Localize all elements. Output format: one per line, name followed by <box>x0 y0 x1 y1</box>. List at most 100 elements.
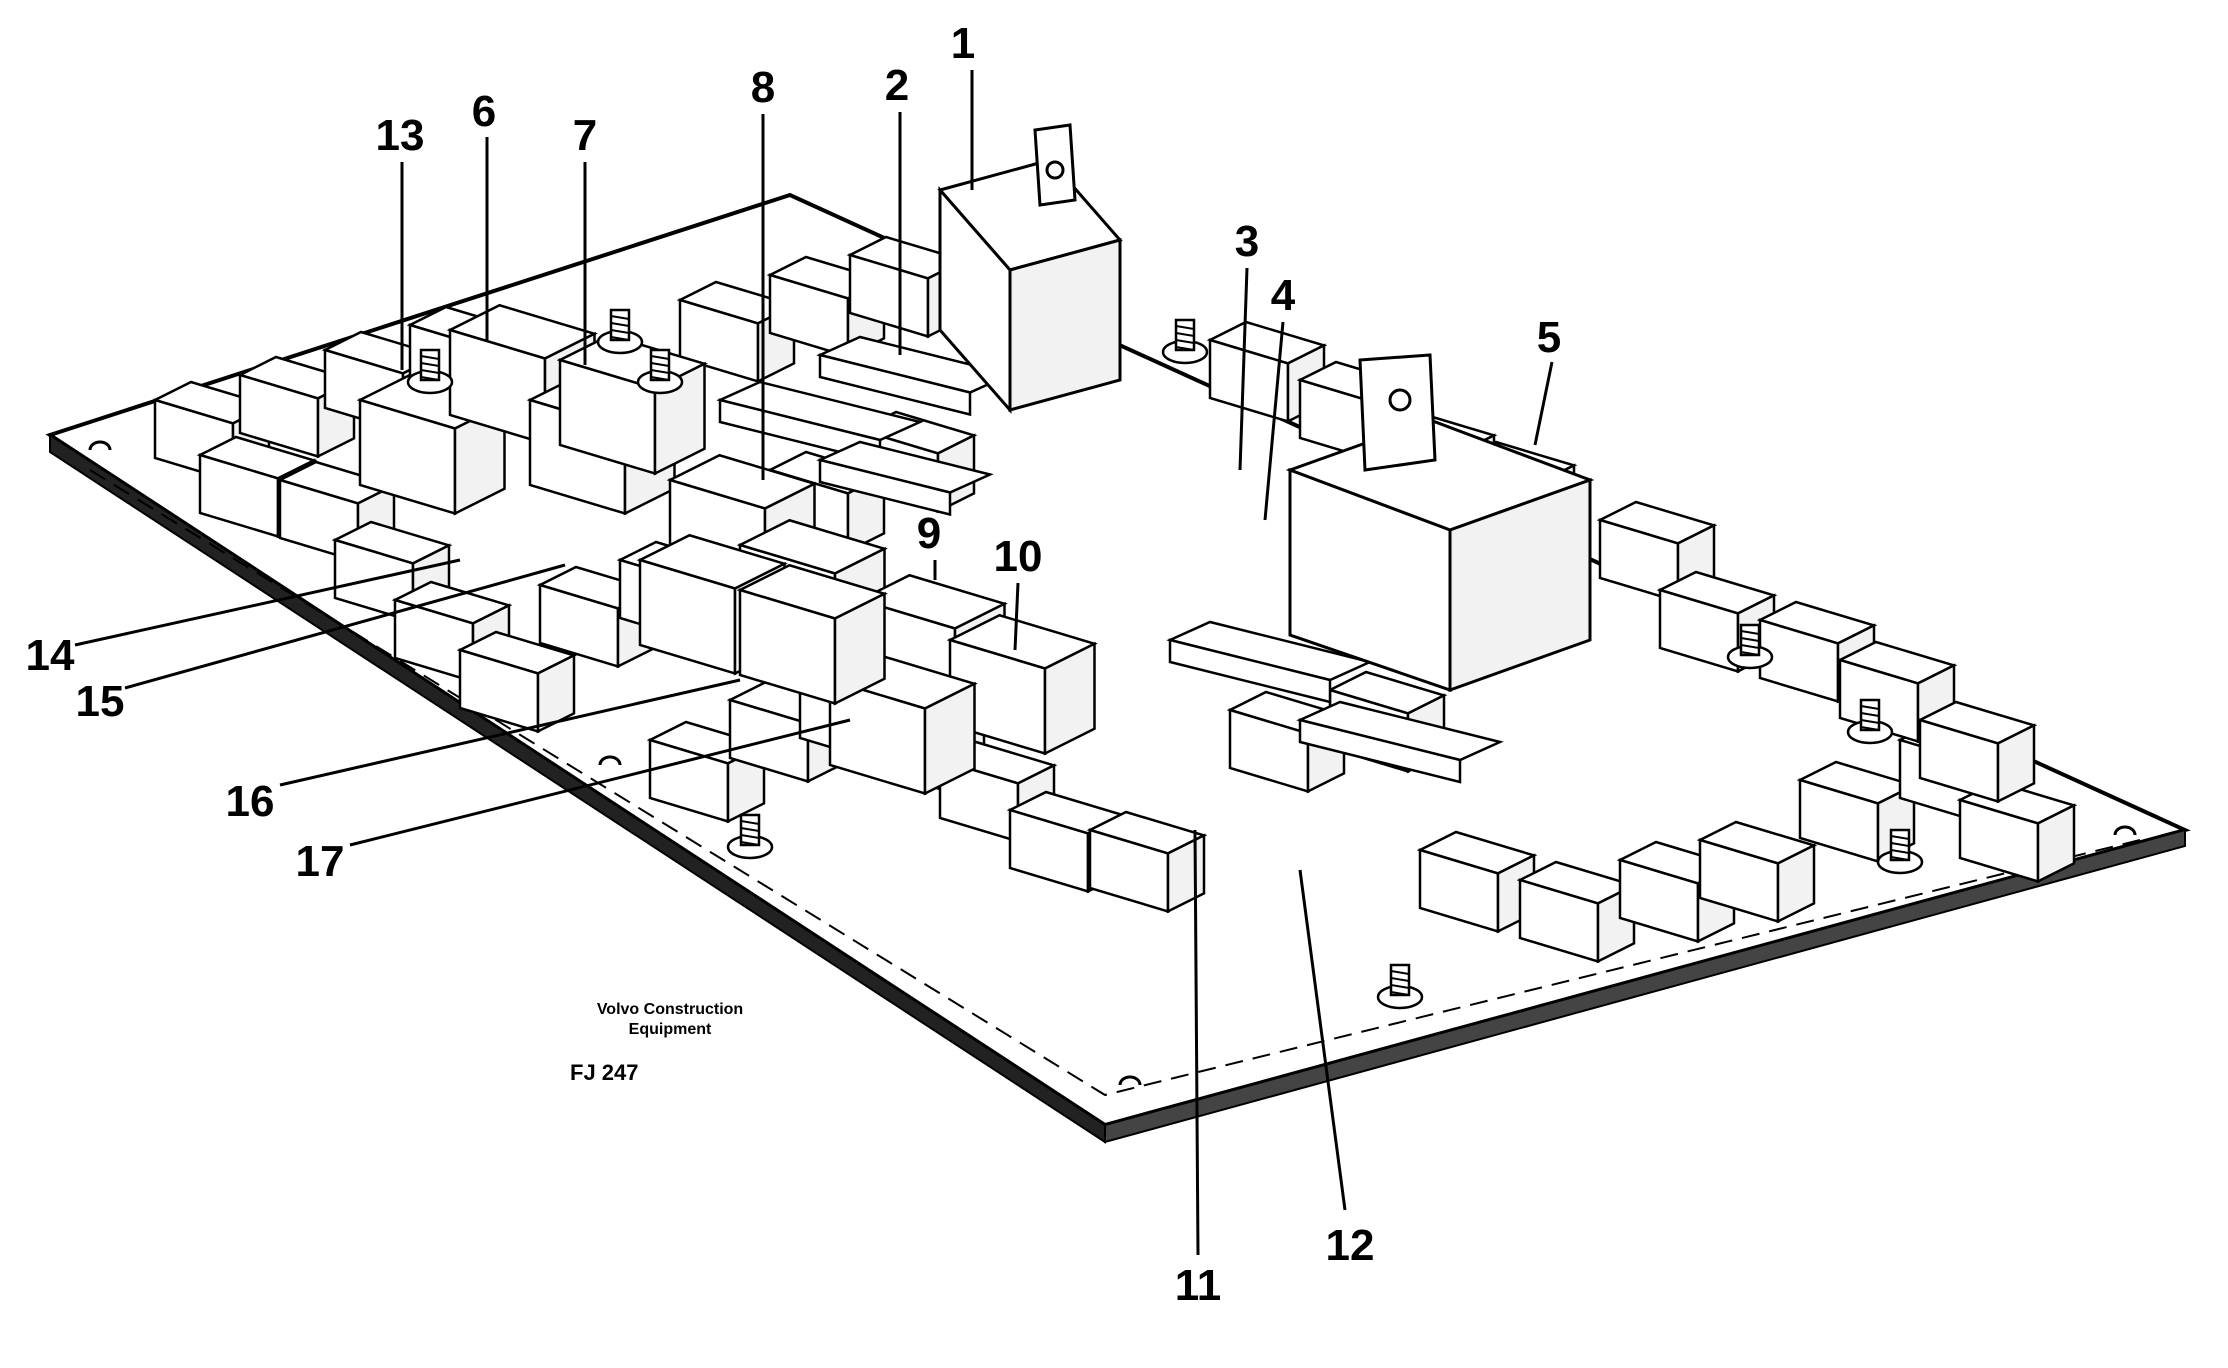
small-relay <box>1416 830 1538 934</box>
callout-label-5: 5 <box>1537 313 1561 362</box>
relay-tab <box>1358 353 1437 472</box>
bolt-thread-line <box>1890 835 1910 840</box>
callout-label-2: 2 <box>885 61 909 110</box>
callout-label-14: 14 <box>26 631 75 680</box>
manufacturer-line-1: Volvo Construction <box>596 1001 744 1018</box>
callout-label-16: 16 <box>226 777 275 826</box>
fuse-strip-front <box>1298 718 1462 784</box>
bolt-thread-line <box>740 827 760 832</box>
fuse-strip <box>716 380 924 464</box>
small-relay <box>1916 700 2038 804</box>
relay <box>736 563 888 706</box>
bolt-thread-line <box>610 336 630 341</box>
bolt-thread-line <box>420 369 440 374</box>
bolt-thread-line <box>1740 644 1760 649</box>
figure-code: FJ 247 <box>570 1060 639 1085</box>
relay-side <box>1008 238 1122 412</box>
terminal-bolt-icon <box>1876 828 1924 875</box>
component-side-face <box>1043 641 1096 756</box>
bolt-thread-line <box>1740 637 1760 642</box>
bolt-thread-line <box>1390 984 1410 989</box>
terminal-bolt-icon <box>636 348 684 395</box>
manufacturer-line-2: Equipment <box>628 1021 712 1038</box>
mounting-hole-icon <box>1118 1075 1142 1086</box>
leader-line-4 <box>1263 321 1285 521</box>
fuse-strip <box>1296 700 1504 784</box>
callout-label-9: 9 <box>917 509 941 558</box>
fuse-strip-front <box>1168 638 1332 704</box>
component-side-face <box>1776 843 1816 924</box>
callout-label-3: 3 <box>1235 217 1259 266</box>
component-side-face <box>833 591 886 706</box>
bolt-thread-line <box>1740 630 1760 635</box>
relay-tab <box>1033 123 1077 207</box>
bolt-thread-line <box>740 834 760 839</box>
board-right-edge <box>1104 828 2186 1144</box>
tab-hole-icon <box>1388 388 1412 412</box>
relay <box>556 333 708 476</box>
mounting-hole-icon <box>88 440 112 451</box>
component-side-face <box>1996 723 2036 804</box>
leader-line-16 <box>279 678 741 787</box>
callout-label-17: 17 <box>296 837 345 886</box>
bolt-thread-line <box>1390 977 1410 982</box>
bolt-thread-line <box>740 820 760 825</box>
terminal-bolt-icon <box>596 308 644 355</box>
bolt-thread-line <box>1860 719 1880 724</box>
component-side-face <box>923 681 976 796</box>
bolt-thread-line <box>740 841 760 846</box>
mounting-hole-icon <box>598 755 622 766</box>
fuse-strip <box>816 335 1014 417</box>
bolt-thread-line <box>420 355 440 360</box>
bolt-thread-line <box>610 329 630 334</box>
fuse-strip <box>816 440 994 517</box>
callout-label-6: 6 <box>472 87 496 136</box>
callout-label-10: 10 <box>994 532 1043 581</box>
mounting-hole-icon <box>2113 825 2137 836</box>
bolt-thread-line <box>650 362 670 367</box>
manufacturer-caption: Volvo Construction Equipment <box>560 1000 780 1040</box>
callout-label-7: 7 <box>573 111 597 160</box>
terminal-bolt-icon <box>1161 318 1209 365</box>
bolt-thread-line <box>1860 712 1880 717</box>
bolt-thread-line <box>610 322 630 327</box>
bolt-thread-line <box>1390 970 1410 975</box>
bolt-thread-line <box>1390 991 1410 996</box>
leader-line-11 <box>1193 829 1200 1256</box>
bolt-thread-line <box>650 376 670 381</box>
leader-line-15 <box>124 563 566 690</box>
callout-label-13: 13 <box>376 111 425 160</box>
terminal-bolt-icon <box>406 348 454 395</box>
leader-line-3 <box>1238 267 1249 471</box>
callout-label-1: 1 <box>951 19 975 68</box>
bolt-thread-line <box>1890 856 1910 861</box>
bolt-thread-line <box>1175 346 1195 351</box>
small-relay <box>1796 760 1918 864</box>
terminal-bolt-icon <box>1846 698 1894 745</box>
callout-label-11: 11 <box>1175 1261 1222 1310</box>
bolt-thread-line <box>610 315 630 320</box>
leader-line-10 <box>1013 582 1020 651</box>
terminal-bolt-icon <box>1376 963 1424 1010</box>
callout-label-8: 8 <box>751 63 775 112</box>
board-dashed-edge <box>89 469 2141 1097</box>
relay-side <box>1448 477 1592 693</box>
callout-label-4: 4 <box>1271 271 1296 320</box>
component-side-face <box>536 653 576 734</box>
bolt-thread-line <box>1890 842 1910 847</box>
bolt-thread-line <box>1740 651 1760 656</box>
large-relay-5 <box>1285 353 1595 693</box>
terminal-bolt-icon <box>726 813 774 860</box>
leader-lines <box>74 70 1554 1256</box>
bolt-thread-line <box>1860 705 1880 710</box>
tab-hole-icon <box>1045 160 1065 180</box>
leader-line-5 <box>1533 361 1554 446</box>
bolt-thread-line <box>1890 849 1910 854</box>
terminal-bolt-icon <box>1726 623 1774 670</box>
component-side-face <box>2036 803 2076 884</box>
bolt-thread-line <box>420 376 440 381</box>
callout-label-12: 12 <box>1326 1221 1375 1270</box>
